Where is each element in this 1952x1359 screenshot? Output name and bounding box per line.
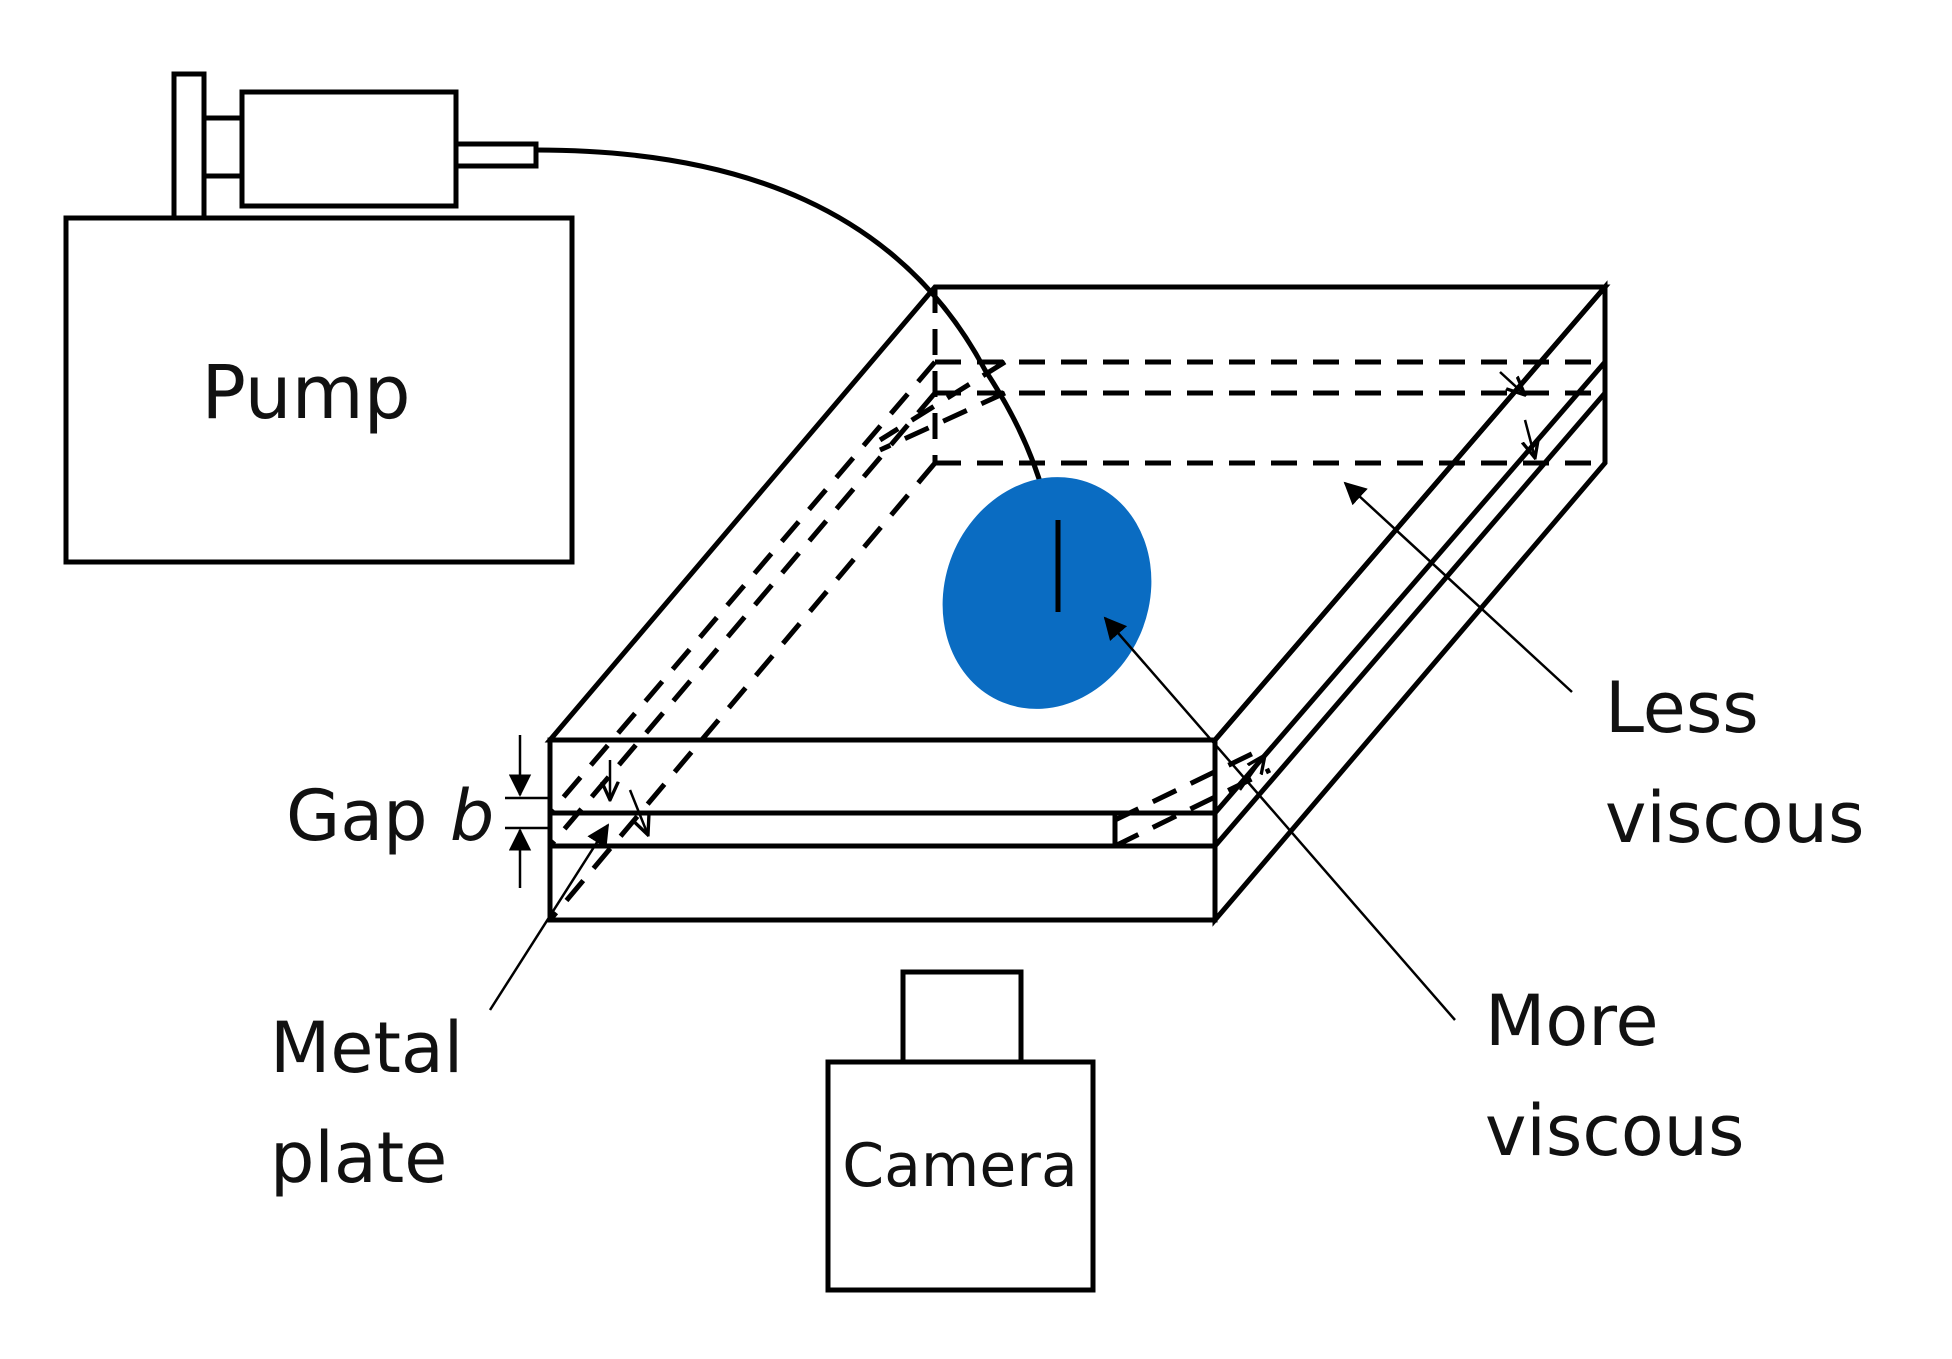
gap-label: Gap b xyxy=(286,775,494,857)
more-viscous-leader xyxy=(1103,616,1456,1021)
hele-shaw-cell xyxy=(544,280,1611,927)
syringe-plunger-handle xyxy=(171,71,207,221)
more-viscous-label-line1: More xyxy=(1485,980,1659,1062)
right-upper-plate-edge xyxy=(1213,360,1607,815)
gap-dimension: Gap b xyxy=(286,735,548,888)
camera: Camera xyxy=(825,969,1096,1293)
gap-label-prefix: Gap xyxy=(286,775,450,857)
more-viscous-label-line2: viscous xyxy=(1485,1090,1745,1172)
less-viscous-label-line1: Less xyxy=(1605,667,1759,749)
hidden-edges xyxy=(548,287,1605,922)
gap-symbol: b xyxy=(450,775,494,857)
less-viscous-label-line2: viscous xyxy=(1605,777,1865,859)
metal-plate-label-line2: plate xyxy=(270,1117,447,1199)
right-lower-plate-edge xyxy=(1213,391,1607,848)
less-viscous-leader xyxy=(1343,481,1573,693)
fluid-blob xyxy=(942,477,1152,709)
pump-label: Pump xyxy=(201,350,410,436)
metal-plate-label-line1: Metal xyxy=(270,1007,463,1089)
syringe-nozzle xyxy=(453,141,539,169)
metal-plate-leader xyxy=(488,823,610,1011)
cell-right-face xyxy=(1212,280,1608,927)
flow-arrows xyxy=(610,371,1535,835)
camera-body xyxy=(825,1059,1096,1293)
syringe-barrel xyxy=(239,89,459,209)
camera-label: Camera xyxy=(842,1131,1077,1201)
syringe-plunger-rod xyxy=(201,115,245,179)
pump: Pump xyxy=(63,71,575,565)
pump-body xyxy=(63,215,575,565)
camera-lens xyxy=(900,969,1024,1065)
